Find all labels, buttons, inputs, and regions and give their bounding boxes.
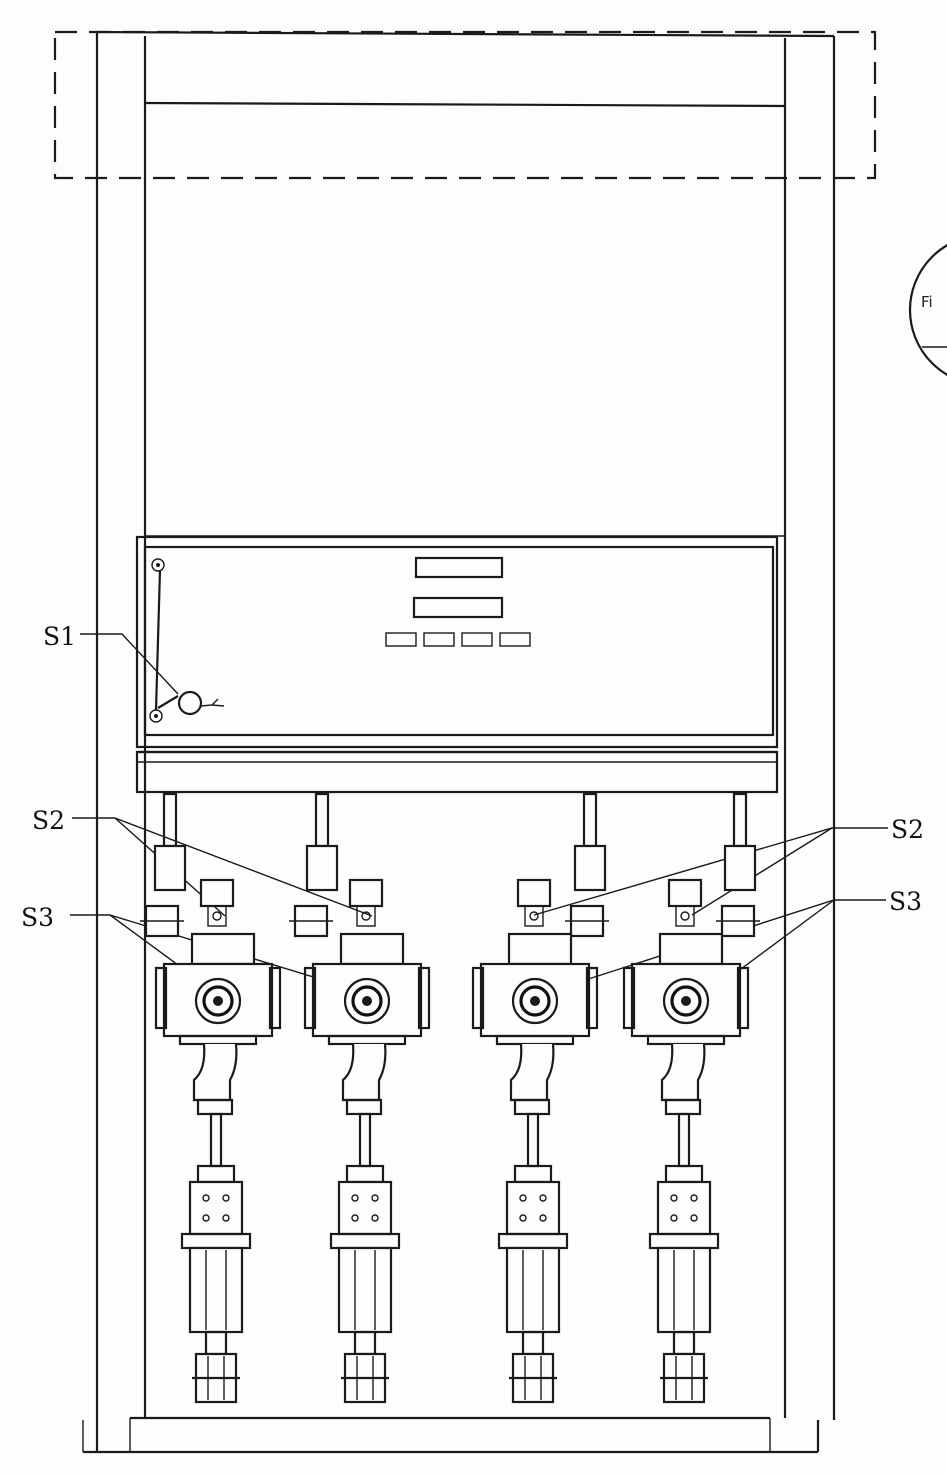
display-window-top xyxy=(414,556,504,579)
outer-frame xyxy=(82,30,836,1454)
canopy-dashed-outline xyxy=(53,30,877,180)
display-window-bottom xyxy=(412,596,504,619)
dispenser-unit-2 xyxy=(289,792,431,1404)
dispenser-unit-3 xyxy=(471,792,609,1404)
control-panel xyxy=(135,535,779,794)
dispenser-assemblies xyxy=(140,792,760,1404)
figure-tag-text: Fi xyxy=(921,293,933,311)
solenoid-valve xyxy=(199,878,235,908)
label-s2-right: S2 xyxy=(891,815,924,844)
label-s1: S1 xyxy=(43,622,76,651)
label-s3-left: S3 xyxy=(21,903,54,932)
dispenser-unit-4 xyxy=(622,792,760,1404)
keypad-buttons xyxy=(385,632,531,647)
label-s2-left: S2 xyxy=(32,806,65,835)
solenoid-valve xyxy=(516,878,552,908)
dispenser-unit-1 xyxy=(140,792,282,1404)
solenoid-valve xyxy=(348,878,384,908)
figure-tag-circle: Fi xyxy=(908,244,947,376)
switch-s1 xyxy=(149,558,225,723)
label-s3-right: S3 xyxy=(889,887,922,916)
solenoid-valve xyxy=(667,878,703,908)
